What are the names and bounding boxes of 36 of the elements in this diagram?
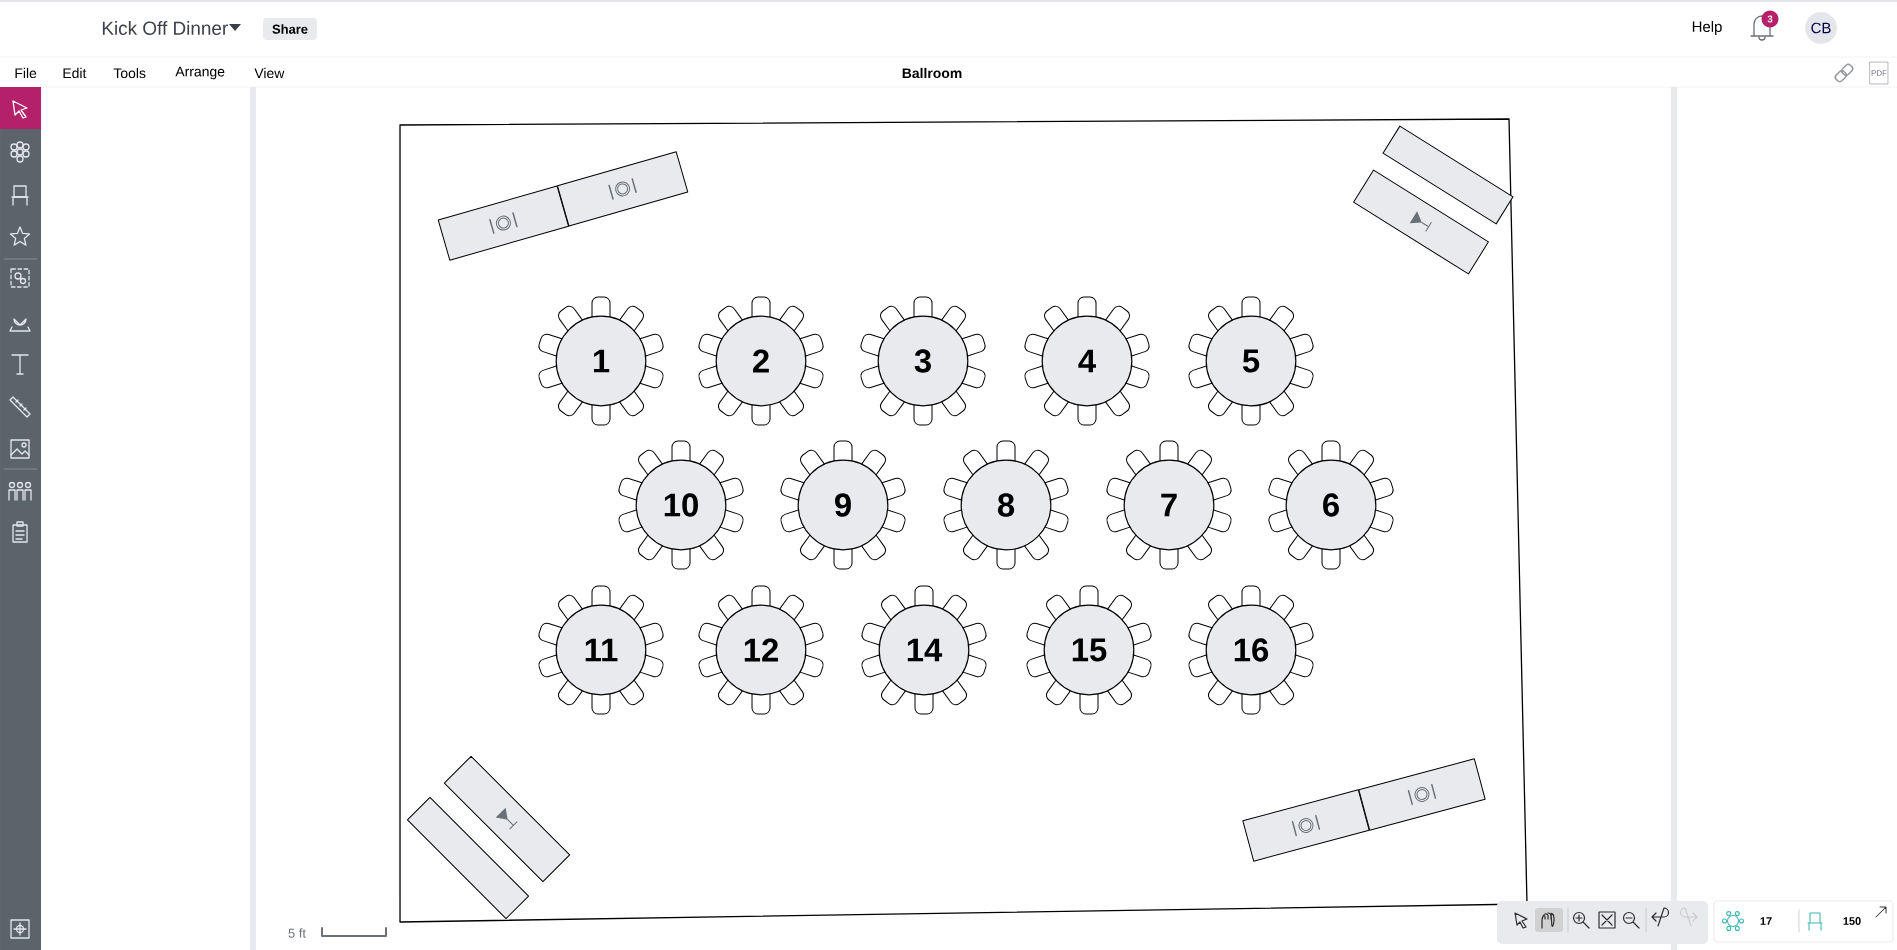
banquet-table [1353, 169, 1489, 275]
round-table: 9 [797, 459, 889, 551]
banquet-table [1382, 125, 1514, 225]
round-table: 11 [555, 604, 647, 696]
menu-item: Arrange [175, 66, 225, 80]
round-table: 12 [715, 604, 807, 696]
round-table: 8 [960, 459, 1052, 551]
share-button: Share [263, 18, 317, 40]
round-table: 2 [715, 315, 807, 407]
seat-count: 150 [1843, 917, 1861, 925]
round-table: 4 [1041, 315, 1133, 407]
round-table: 15 [1043, 604, 1135, 696]
round-table: 10 [635, 459, 727, 551]
table-count: 17 [1760, 917, 1772, 925]
banquet-table [406, 796, 530, 920]
menu-item: File [15, 67, 37, 79]
menu-item: View [254, 67, 285, 79]
scale-label: 5 ft [288, 928, 306, 938]
round-table: 16 [1205, 604, 1297, 696]
notification-badge: 3 [1761, 10, 1779, 28]
round-table: 3 [877, 315, 969, 407]
title-text: Kick Off Dinner [102, 21, 228, 35]
banquet-table [1358, 758, 1486, 831]
round-table: 7 [1123, 459, 1215, 551]
banquet-table [557, 151, 689, 227]
round-table: 6 [1285, 459, 1377, 551]
menu-item: Edit [63, 67, 87, 79]
banquet-table [437, 185, 570, 261]
menu-item: Tools [113, 67, 146, 79]
room-name: Ballroom [902, 67, 962, 79]
round-table: 1 [555, 315, 647, 407]
round-table: 5 [1205, 315, 1297, 407]
banquet-table [443, 755, 571, 883]
help-link: Help [1692, 21, 1722, 35]
round-table: 14 [878, 604, 970, 696]
banquet-table [1242, 789, 1370, 862]
